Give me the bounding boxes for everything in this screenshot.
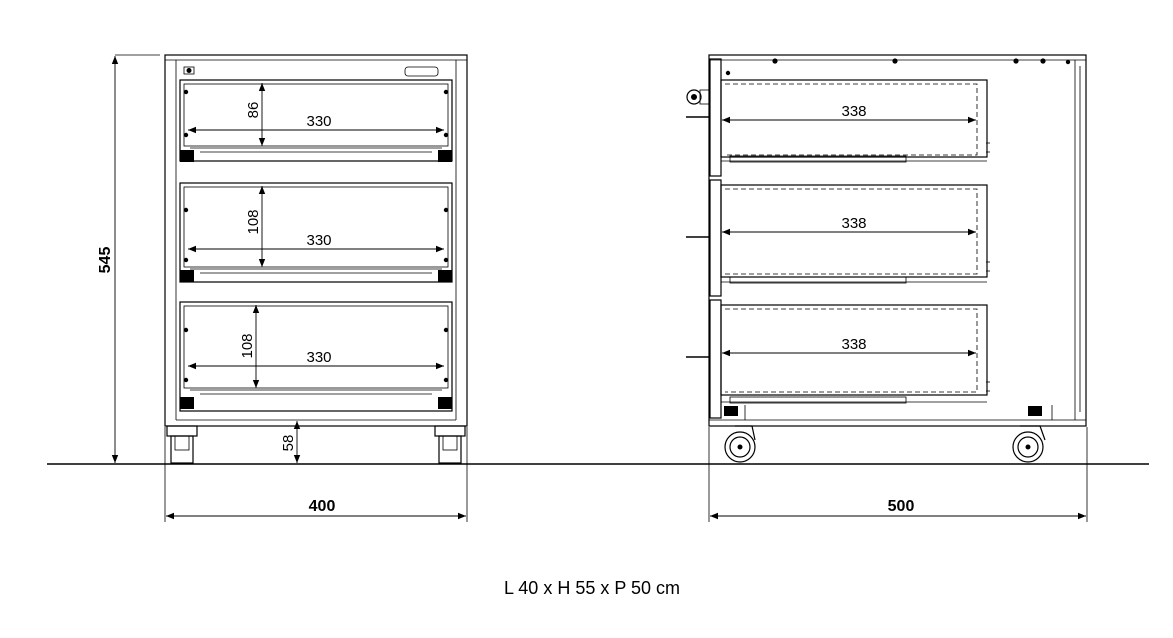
dimensions-caption: L 40 x H 55 x P 50 cm xyxy=(504,578,680,598)
plinth-height-label: 58 xyxy=(280,435,297,452)
side-view xyxy=(686,54,1088,522)
drawer-2-height-label: 108 xyxy=(245,209,262,234)
overall-width-label: 400 xyxy=(309,498,336,515)
front-carcass xyxy=(164,54,468,427)
drawer-3-width-label: 330 xyxy=(306,349,331,366)
side-castor-rear xyxy=(1012,425,1046,463)
front-view xyxy=(111,54,468,522)
side-carcass xyxy=(708,54,1087,427)
front-castor-left xyxy=(166,425,198,464)
drawer-2-width-label: 330 xyxy=(306,232,331,249)
overall-height-label: 545 xyxy=(97,247,114,274)
overall-depth-label: 500 xyxy=(888,498,915,515)
side-castor-front xyxy=(724,425,756,463)
drawer-1-height-label: 86 xyxy=(245,102,262,119)
side-drawer-1-depth-label: 338 xyxy=(841,103,866,120)
front-drawer-1 xyxy=(179,79,453,162)
side-drawer-1 xyxy=(720,79,990,163)
side-drawer-2-depth-label: 338 xyxy=(841,215,866,232)
drawer-1-width-label: 330 xyxy=(306,113,331,130)
front-drawer-3 xyxy=(179,301,453,412)
side-drawer-2 xyxy=(720,184,990,284)
side-drawer-3-depth-label: 338 xyxy=(841,336,866,353)
side-drawer-3 xyxy=(720,304,990,404)
drawer-3-height-label: 108 xyxy=(239,333,256,358)
front-drawer-2 xyxy=(179,182,453,283)
front-castor-right xyxy=(434,425,466,464)
